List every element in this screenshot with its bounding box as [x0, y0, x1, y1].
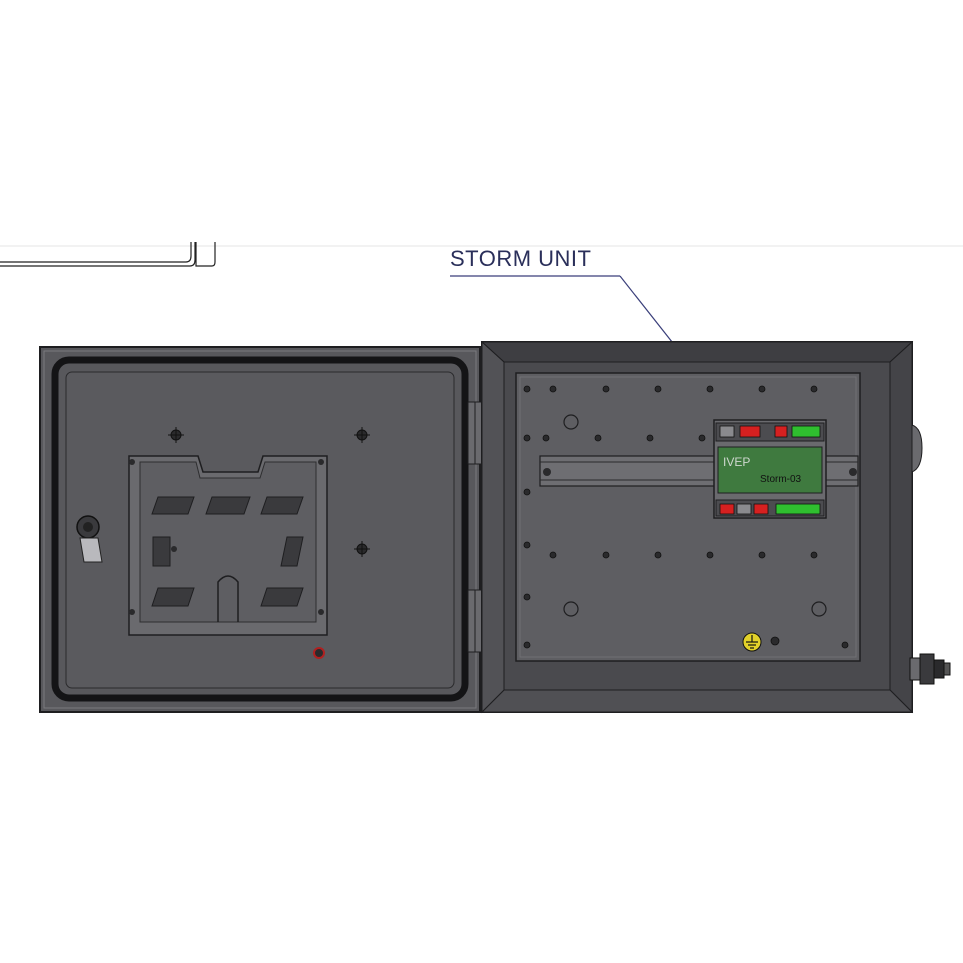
mounting-bracket-icon: [128, 455, 328, 636]
screw: [168, 427, 184, 443]
plate-holes: [523, 385, 849, 649]
key-lock-icon: [76, 515, 103, 563]
door-screws: [168, 427, 370, 557]
cable-gland-icon: [909, 653, 951, 685]
screw: [354, 541, 370, 557]
device-brand-text: IVEP: [723, 455, 750, 469]
storm-unit-callout-label: STORM UNIT: [450, 246, 592, 271]
side-latch: [911, 424, 923, 473]
enclosure-body: IVEP Storm-03: [480, 340, 914, 714]
hinges: [467, 401, 483, 653]
screw: [354, 427, 370, 443]
enclosure-door: [39, 346, 481, 713]
storm-unit-device: IVEP Storm-03: [713, 419, 827, 519]
device-model-text: Storm-03: [760, 474, 802, 485]
ground-symbol-icon: [742, 632, 762, 652]
door-red-marker: [313, 647, 325, 659]
door-gasket: [51, 356, 469, 702]
partial-bracket: [0, 242, 216, 267]
